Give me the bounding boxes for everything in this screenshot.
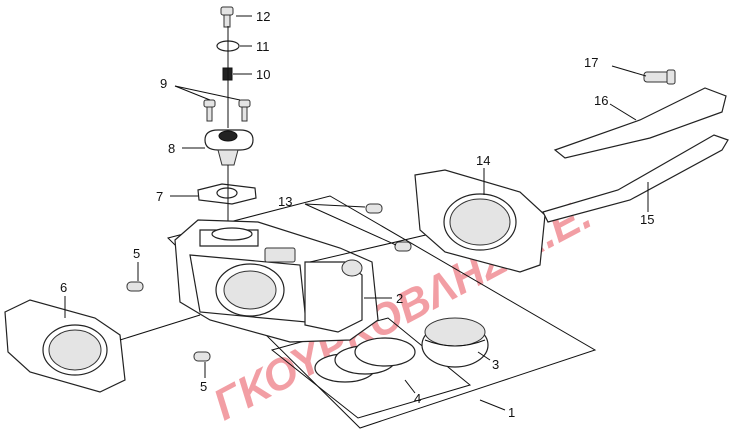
dowel-pins-13 [365,203,412,252]
label-1: 1 [508,405,515,420]
label-16: 16 [594,93,608,108]
leader-lines [64,15,649,411]
piston-rings-4 [314,337,416,383]
head-gasket-6 [4,299,126,393]
label-9: 9 [160,76,167,91]
label-17: 17 [584,55,598,70]
assembly-outline [167,195,597,429]
chain-guide-15 [542,134,729,223]
cylinder-gasket-14 [414,169,546,273]
dowel-pins-5 [126,281,211,362]
chain-guide-16 [553,87,727,159]
label-5a: 5 [133,246,140,261]
label-5b: 5 [200,379,207,394]
label-7: 7 [156,189,163,204]
label-8: 8 [168,141,175,156]
label-6: 6 [60,280,67,295]
label-13: 13 [278,194,292,209]
label-15: 15 [640,212,654,227]
bolt-17 [643,69,676,85]
bolt-12 [220,6,234,28]
label-14: 14 [476,153,490,168]
bolts-9 [203,99,251,122]
label-3: 3 [492,357,499,372]
label-10: 10 [256,67,270,82]
label-4: 4 [414,391,421,406]
cylinder-2 [174,219,379,343]
gasket-7 [197,183,257,205]
label-2: 2 [396,291,403,306]
label-12: 12 [256,9,270,24]
part-number-labels: 12 11 10 9 8 7 5 6 5 13 14 2 3 4 1 17 16… [60,9,654,420]
label-11: 11 [256,39,270,54]
piston-3 [421,317,489,368]
tensioner-8 [204,129,254,166]
